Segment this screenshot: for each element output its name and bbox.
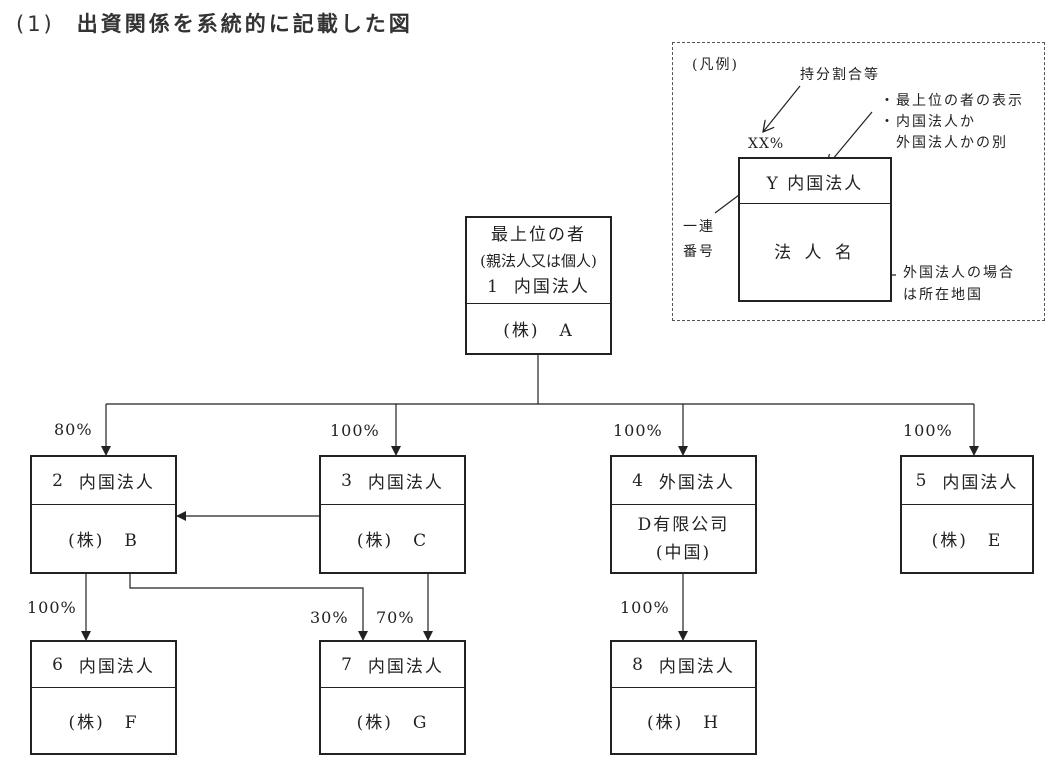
entity-box-h: 8 内国法人 (株) H (610, 640, 757, 755)
entity-c-type: 内国法人 (367, 473, 444, 493)
top-entity-label: 最上位の者 (491, 224, 586, 245)
entity-f-name: (株) F (68, 708, 138, 733)
entity-a-number: 1 (487, 276, 500, 297)
entity-f-body: (株) F (32, 688, 175, 753)
entity-box-b: 2 内国法人 (株) B (30, 455, 177, 574)
entity-c-name: (株) C (357, 526, 428, 551)
entity-c-prefix: (株) (356, 531, 394, 551)
entity-d-type: 外国法人 (658, 473, 735, 493)
top-entity-sublabel: (親法人又は個人) (480, 251, 597, 270)
entity-e-header: 5 内国法人 (902, 457, 1032, 505)
entity-d-body: D有限公司 (中国) (612, 505, 755, 572)
pct-d-to-h: 100% (620, 598, 670, 617)
entity-g-header: 7 内国法人 (321, 642, 464, 688)
entity-c-letter: C (413, 531, 429, 551)
entity-a-type: 内国法人 (513, 276, 590, 297)
entity-box-c: 3 内国法人 (株) C (319, 455, 466, 574)
legend-sample-header: Y 内国法人 (740, 159, 890, 204)
entity-a-body: (株) A (467, 304, 610, 353)
entity-f-prefix: (株) (68, 713, 105, 733)
entity-c-header: 3 内国法人 (321, 457, 464, 505)
entity-h-letter: H (703, 713, 721, 733)
entity-box-e: 5 内国法人 (株) E (900, 455, 1034, 574)
pct-a-to-b: 80% (54, 420, 93, 439)
entity-f-number: 6 (52, 654, 65, 675)
entity-c-number: 3 (341, 470, 354, 491)
legend-serial-label-2: 番号 (683, 244, 715, 260)
entity-d-location: (中国) (655, 542, 712, 563)
legend-sample-type: Y 内国法人 (766, 173, 864, 194)
legend-title: (凡例) (692, 57, 739, 73)
legend-sample-name: 法 人 名 (774, 242, 856, 263)
pct-a-to-c: 100% (330, 421, 380, 440)
entity-e-body: (株) E (902, 505, 1032, 572)
legend-sample-box: Y 内国法人 法 人 名 (738, 157, 892, 302)
entity-a-title: 1 内国法人 (487, 274, 590, 300)
pct-c-to-g: 70% (376, 608, 415, 627)
pct-b-to-g: 30% (310, 608, 349, 627)
entity-g-body: (株) G (321, 688, 464, 753)
entity-g-letter: G (412, 713, 429, 733)
entity-a-prefix: (株) (503, 321, 540, 341)
pct-b-to-f: 100% (27, 598, 77, 617)
legend-note-1: ・最上位の者の表示 (880, 93, 1024, 109)
pct-a-to-e: 100% (903, 421, 953, 440)
legend-note-2: ・内国法人か (880, 114, 976, 130)
entity-box-a: 最上位の者 (親法人又は個人) 1 内国法人 (株) A (465, 216, 612, 355)
entity-b-type: 内国法人 (78, 473, 155, 493)
entity-box-g: 7 内国法人 (株) G (319, 640, 466, 755)
entity-box-f: 6 内国法人 (株) F (30, 640, 177, 755)
entity-box-d: 4 外国法人 D有限公司 (中国) (610, 455, 757, 574)
entity-b-letter: B (124, 531, 139, 551)
entity-e-name: (株) E (932, 526, 1003, 551)
legend-serial-label-1: 一連 (683, 219, 715, 235)
entity-a-name: (株) A (503, 316, 574, 341)
entity-b-header: 2 内国法人 (32, 457, 175, 505)
entity-f-type: 内国法人 (78, 657, 155, 677)
entity-h-prefix: (株) (646, 713, 684, 733)
entity-a-header: 最上位の者 (親法人又は個人) 1 内国法人 (467, 218, 610, 304)
entity-d-header: 4 外国法人 (612, 457, 755, 505)
legend-share-example: XX% (748, 136, 785, 152)
pct-a-to-d: 100% (613, 421, 663, 440)
entity-h-name: (株) H (647, 708, 720, 733)
entity-e-type: 内国法人 (942, 473, 1019, 493)
legend-note-3: 外国法人かの別 (896, 135, 1008, 151)
entity-b-name: (株) B (68, 526, 139, 551)
arrow-b-to-g (129, 573, 368, 641)
entity-h-body: (株) H (612, 688, 755, 753)
entity-d-name: D有限公司 (637, 514, 730, 535)
entity-f-letter: F (124, 713, 139, 733)
entity-b-prefix: (株) (68, 531, 105, 551)
legend-foreign-note-1: 外国法人の場合 (903, 265, 1015, 281)
entity-c-body: (株) C (321, 505, 464, 572)
entity-g-number: 7 (341, 654, 354, 675)
entity-a-letter: A (559, 321, 574, 341)
entity-e-prefix: (株) (931, 531, 968, 551)
diagram-heading: (1) 出資関係を系統的に記載した図 (16, 8, 413, 38)
entity-e-number: 5 (915, 470, 929, 491)
entity-f-header: 6 内国法人 (32, 642, 175, 688)
entity-h-header: 8 内国法人 (612, 642, 755, 688)
entity-d-number: 4 (632, 470, 645, 491)
entity-g-prefix: (株) (356, 713, 393, 733)
legend-sample-body: 法 人 名 (740, 204, 890, 296)
legend-pointer-share (763, 85, 801, 132)
heading-title: 出資関係を系統的に記載した図 (76, 12, 413, 36)
entity-b-number: 2 (52, 470, 65, 491)
entity-e-letter: E (987, 531, 1003, 551)
entity-h-type: 内国法人 (658, 657, 735, 677)
legend-frame (672, 42, 1045, 321)
legend-share-ratio-label: 持分割合等 (800, 67, 880, 83)
entity-h-number: 8 (632, 654, 645, 675)
heading-number: (1) (16, 12, 55, 36)
entity-g-name: (株) G (357, 708, 429, 733)
legend-foreign-note-2: は所在地国 (903, 287, 983, 303)
entity-g-type: 内国法人 (367, 657, 444, 677)
entity-b-body: (株) B (32, 505, 175, 572)
